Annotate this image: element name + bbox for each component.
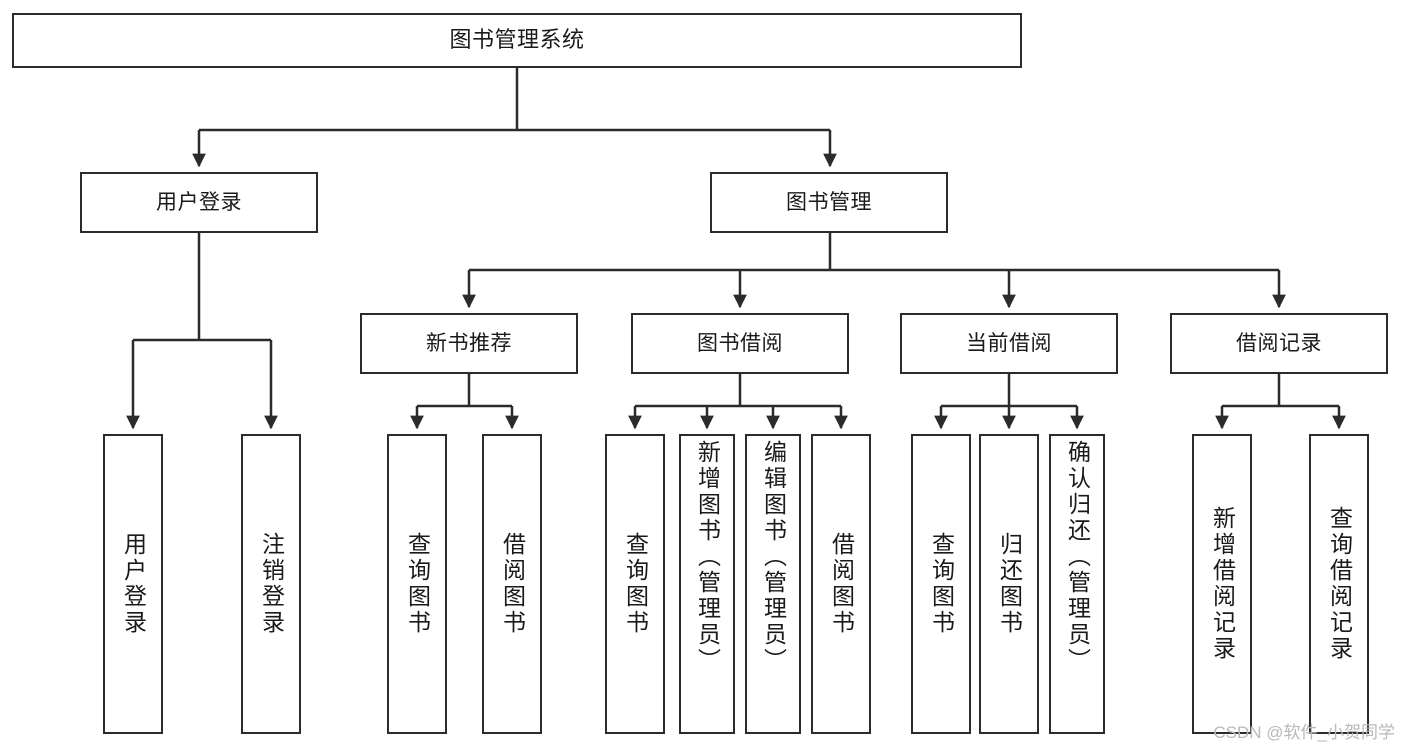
node-book-manage[interactable]: 图书管理 (710, 172, 948, 233)
node-leaf-borrow-2-label: 借阅图书 (828, 532, 855, 636)
node-leaf-user-login[interactable]: 用户登录 (103, 434, 163, 734)
node-leaf-borrow-1[interactable]: 借阅图书 (482, 434, 542, 734)
node-leaf-return[interactable]: 归还图书 (979, 434, 1039, 734)
node-leaf-add-book-label: 新增图书（管理员） (694, 440, 721, 674)
node-user-login-label: 用户登录 (156, 190, 242, 214)
node-leaf-add-rec-label: 新增借阅记录 (1209, 506, 1236, 662)
node-leaf-query-2[interactable]: 查询图书 (605, 434, 665, 734)
node-leaf-borrow-1-label: 借阅图书 (499, 532, 526, 636)
node-leaf-return-label: 归还图书 (996, 532, 1023, 636)
node-borrow-record-label: 借阅记录 (1236, 331, 1322, 355)
node-user-login[interactable]: 用户登录 (80, 172, 318, 233)
node-leaf-logout-label: 注销登录 (258, 532, 285, 636)
node-leaf-query-3[interactable]: 查询图书 (911, 434, 971, 734)
node-book-borrow[interactable]: 图书借阅 (631, 313, 849, 374)
node-leaf-query-1-label: 查询图书 (404, 532, 431, 636)
node-new-book-rec-label: 新书推荐 (426, 331, 512, 355)
node-leaf-logout[interactable]: 注销登录 (241, 434, 301, 734)
node-leaf-edit-book[interactable]: 编辑图书（管理员） (745, 434, 801, 734)
node-leaf-query-rec-label: 查询借阅记录 (1326, 506, 1353, 662)
node-current-borrow[interactable]: 当前借阅 (900, 313, 1118, 374)
node-leaf-confirm[interactable]: 确认归还（管理员） (1049, 434, 1105, 734)
node-leaf-edit-book-label: 编辑图书（管理员） (760, 440, 787, 674)
node-root-label: 图书管理系统 (449, 27, 585, 53)
node-root[interactable]: 图书管理系统 (12, 13, 1022, 68)
node-current-borrow-label: 当前借阅 (966, 331, 1052, 355)
node-leaf-query-3-label: 查询图书 (928, 532, 955, 636)
node-leaf-add-rec[interactable]: 新增借阅记录 (1192, 434, 1252, 734)
node-new-book-rec[interactable]: 新书推荐 (360, 313, 578, 374)
watermark-text: CSDN @软件_小贺同学 (1213, 723, 1395, 742)
node-leaf-add-book[interactable]: 新增图书（管理员） (679, 434, 735, 734)
node-leaf-borrow-2[interactable]: 借阅图书 (811, 434, 871, 734)
node-borrow-record[interactable]: 借阅记录 (1170, 313, 1388, 374)
node-leaf-query-1[interactable]: 查询图书 (387, 434, 447, 734)
node-leaf-user-login-label: 用户登录 (120, 532, 147, 636)
node-leaf-query-rec[interactable]: 查询借阅记录 (1309, 434, 1369, 734)
node-book-manage-label: 图书管理 (786, 190, 872, 214)
node-book-borrow-label: 图书借阅 (697, 331, 783, 355)
node-leaf-confirm-label: 确认归还（管理员） (1064, 440, 1091, 674)
node-leaf-query-2-label: 查询图书 (622, 532, 649, 636)
